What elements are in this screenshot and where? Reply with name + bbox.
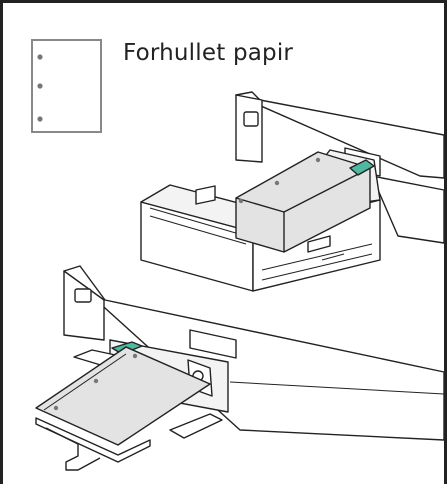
punched-paper-icon [31,39,102,133]
caption-title: Forhullet papir [123,40,294,66]
paper-tray-icon [140,91,445,292]
bypass-tray-icon [35,265,445,471]
